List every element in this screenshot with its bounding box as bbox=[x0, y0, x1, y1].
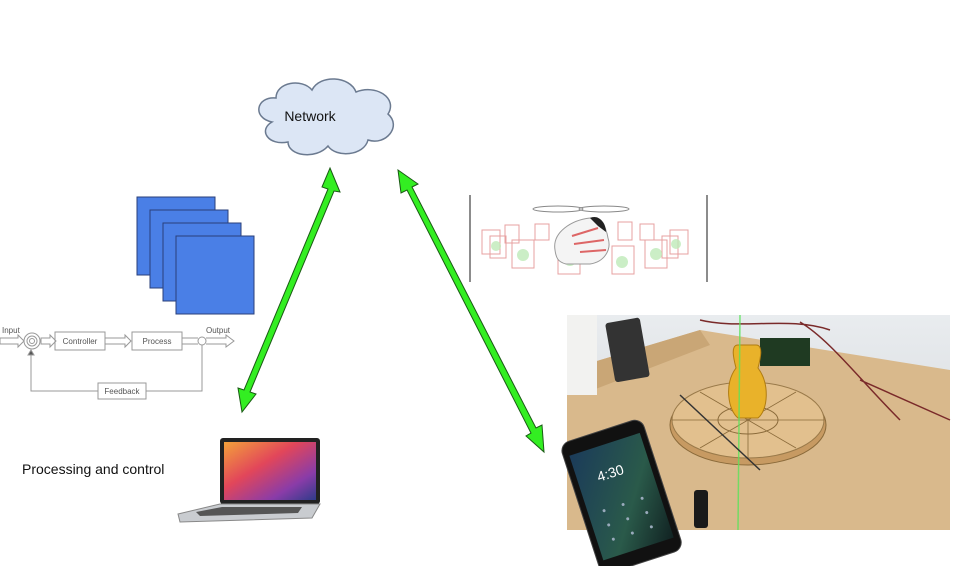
turntable-photo bbox=[567, 314, 951, 531]
output-label: Output bbox=[206, 326, 231, 335]
feedback-label: Feedback bbox=[104, 387, 140, 396]
laptop-image bbox=[177, 438, 321, 523]
shoe-multiview-image bbox=[469, 195, 708, 282]
mic-stand-icon bbox=[694, 490, 708, 528]
feedback-control-diagram: Input Controller Process Output Feedback bbox=[0, 326, 235, 400]
left-bidirectional-arrow bbox=[237, 166, 341, 414]
processing-control-label: Processing and control bbox=[22, 461, 164, 477]
input-label: Input bbox=[2, 326, 21, 335]
smartphone-image: 4:30 bbox=[561, 419, 682, 566]
process-label: Process bbox=[143, 337, 172, 346]
right-bidirectional-arrow bbox=[397, 168, 545, 454]
network-cloud: Network bbox=[258, 78, 395, 156]
controller-label: Controller bbox=[63, 337, 98, 346]
data-stack-icon bbox=[136, 196, 255, 315]
network-label: Network bbox=[284, 108, 336, 124]
